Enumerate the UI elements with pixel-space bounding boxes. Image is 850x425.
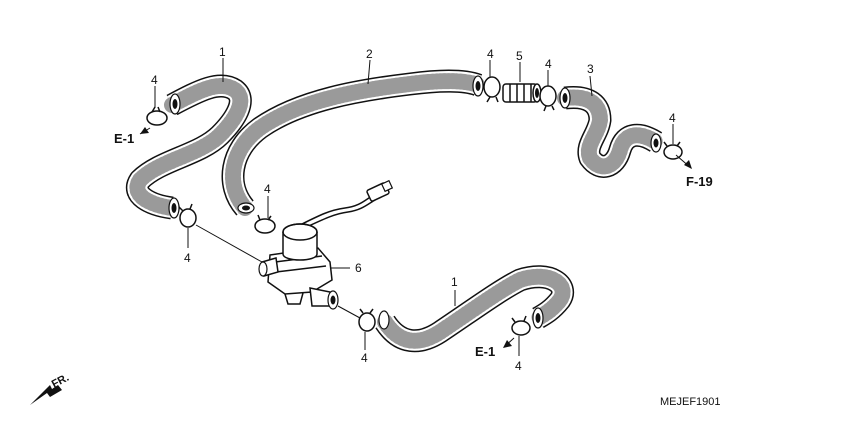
hose-2 (221, 69, 486, 216)
callout-joint-5: 5 (516, 49, 523, 63)
callout-hose-1-bottom: 1 (451, 275, 458, 289)
callout-clamp-4-right: 4 (669, 111, 676, 125)
ref-label-e1-top: E-1 (114, 131, 134, 146)
ref-arrow-e1-top (139, 127, 151, 135)
leader-lines (154, 58, 674, 356)
hose-1-upper-left (126, 74, 252, 220)
hose-3 (557, 85, 664, 178)
front-label: FR. (50, 372, 71, 391)
ref-label-f19: F-19 (686, 174, 713, 189)
hose-1-lower (375, 265, 574, 353)
callout-clamp-4-top-left: 4 (151, 73, 158, 87)
callout-hose-1-top: 1 (219, 45, 226, 59)
clamp-right-top (539, 85, 557, 112)
callout-numbers: 1 2 4 5 4 3 4 4 4 4 6 1 4 4 (151, 45, 676, 373)
callout-clamp-4-bottom-right: 4 (515, 359, 522, 373)
callout-clamp-4-left-mid: 4 (184, 251, 191, 265)
callout-valve-6: 6 (355, 261, 362, 275)
callout-hose-2: 2 (366, 47, 373, 61)
front-direction-arrow: FR. (30, 372, 71, 405)
callout-clamp-4-right-top: 4 (545, 57, 552, 71)
clamp-left-mid (178, 203, 197, 228)
air-injection-valve-6 (258, 179, 394, 310)
diagram-code: MEJEF1901 (660, 396, 721, 408)
clamp-top-center (483, 76, 501, 103)
ref-arrow-e1-bottom (503, 337, 515, 348)
joint-5 (502, 83, 542, 103)
clamp-right (663, 141, 683, 160)
clamp-bottom-center (358, 308, 376, 332)
reference-labels: E-1 F-19 E-1 (114, 131, 713, 359)
ref-arrow-f19 (675, 154, 692, 169)
callout-hose-3: 3 (587, 62, 594, 76)
ref-label-e1-bottom: E-1 (475, 344, 495, 359)
callout-clamp-4-bottom-center: 4 (361, 351, 368, 365)
callout-clamp-4-valve: 4 (264, 182, 271, 196)
clamp-top-left (146, 106, 168, 126)
callout-clamp-4-top-center: 4 (487, 47, 494, 61)
clamp-bottom-right (511, 315, 531, 336)
clamp-valve (254, 214, 276, 234)
